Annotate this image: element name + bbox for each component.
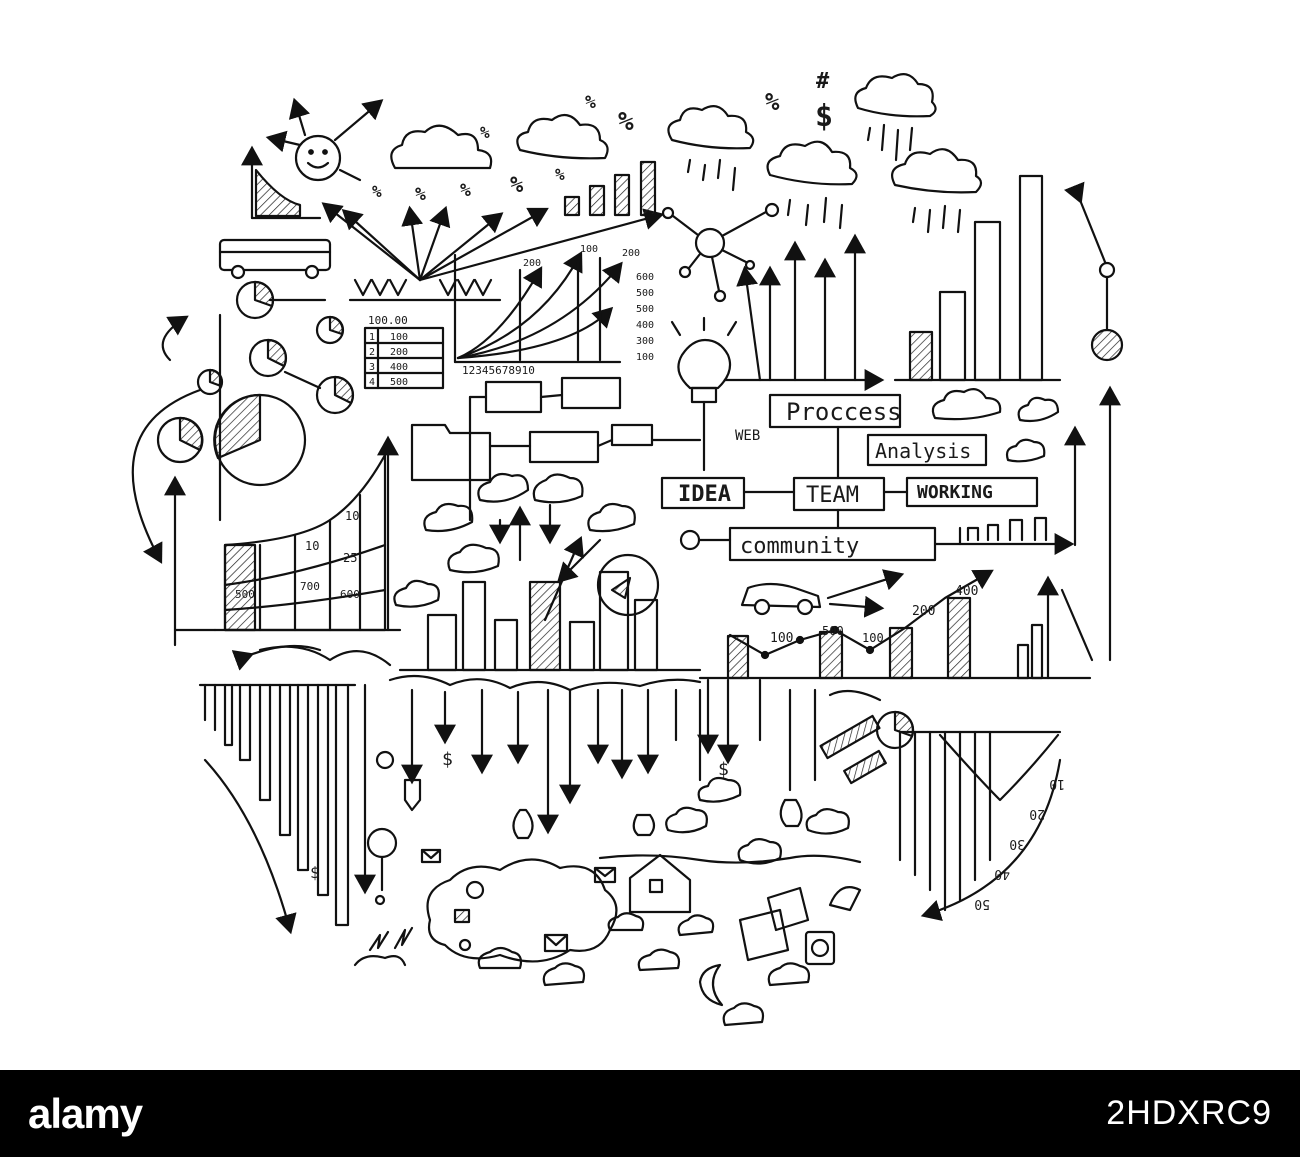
area-chart-label: 700 (300, 580, 320, 593)
inverted-chart-label: 50 (974, 896, 990, 911)
pendulum-icon (1064, 181, 1124, 362)
table-row-value: 400 (390, 362, 408, 373)
label-analysis: Analysis (875, 439, 971, 463)
brand-logo[interactable]: alamy (28, 1089, 143, 1137)
rain-cloud-icon (854, 73, 937, 162)
lower-line-chart (698, 569, 1094, 680)
network-node-icon (661, 202, 780, 303)
label-process: Proccess (786, 398, 902, 426)
percent-symbol: % (510, 173, 524, 198)
dollar-symbol: $ (815, 99, 833, 134)
wavy-divider (388, 674, 702, 692)
footer-bar: alamy 2HDXRC9 (0, 1070, 1300, 1157)
process-box (768, 393, 902, 429)
line-chart-scale: 500 (636, 288, 654, 299)
inverted-chart-label: 30 (1009, 836, 1025, 851)
folder-icon (410, 423, 492, 482)
small-bar-chart-icon (563, 160, 657, 217)
table-row-index: 3 (369, 362, 375, 373)
dollar-symbol: $ (442, 749, 453, 770)
city-skyline (398, 505, 702, 672)
cloud-icon (516, 113, 609, 160)
area-chart-label: 600 (340, 588, 360, 601)
area-chart-label: 25 (343, 551, 357, 565)
cloud-icon (931, 387, 1060, 463)
inverted-chart-label: 10 (1049, 776, 1065, 791)
percent-symbol: % (415, 184, 426, 205)
lower-chart-label: 100 (770, 631, 793, 646)
table-row-value: 200 (390, 347, 408, 358)
light-bulb-icon (670, 316, 885, 472)
line-chart-scale: 300 (636, 336, 654, 347)
lower-chart-label: 400 (955, 584, 978, 599)
hash-symbol: # (816, 69, 830, 94)
line-chart-scale: 600 (636, 272, 654, 283)
percent-symbol: % (460, 180, 471, 201)
wavy-divider (598, 854, 862, 864)
line-chart-peak: 200 (523, 258, 541, 269)
label-team: TEAM (806, 483, 859, 508)
inverted-chart-label: 20 (1029, 806, 1045, 821)
business-doodle-sketch: Proccess Analysis IDEA TEAM WORKING comm… (131, 69, 1124, 1027)
label-idea: IDEA (678, 482, 731, 507)
area-chart-label: 10 (345, 509, 359, 523)
inverted-area-chart (698, 688, 1062, 922)
pie-chart-icon (156, 280, 355, 522)
percent-symbol: % (372, 182, 382, 201)
line-chart-scale: 100 (636, 352, 654, 363)
label-working: WORKING (917, 482, 993, 503)
percent-symbol: % (555, 165, 565, 184)
sketch-labels: Proccess Analysis IDEA TEAM WORKING comm… (235, 69, 1065, 911)
bus-icon (218, 238, 332, 280)
percent-symbol: % (480, 123, 490, 142)
lower-chart-label: 500 (822, 624, 844, 638)
table-row-value: 500 (390, 377, 408, 388)
label-community: community (740, 534, 859, 559)
small-decline-chart-icon (241, 145, 322, 220)
table-row-index: 1 (369, 332, 375, 343)
area-chart-label: 10 (305, 539, 319, 553)
image-id: 2HDXRC9 (1106, 1094, 1272, 1132)
people-group-icon (348, 278, 502, 302)
car-icon (740, 569, 905, 618)
label-web: WEB (735, 428, 760, 444)
dollar-symbol: $ (310, 863, 320, 882)
tall-bar-chart (893, 174, 1062, 382)
doodle-cluster (353, 776, 862, 1027)
growth-arrow-fan-icon (321, 202, 665, 282)
cloud-icon (393, 472, 636, 608)
table-row-value: 100 (390, 332, 408, 343)
line-chart-peak: 100 (580, 244, 598, 255)
rising-arrows-icon (736, 233, 866, 382)
smiley-sun-icon (265, 97, 384, 182)
line-chart-scale: 500 (636, 304, 654, 315)
dollar-symbol: $ (718, 759, 729, 780)
lower-chart-label: 200 (912, 604, 935, 619)
line-chart-axis: 12345678910 (462, 364, 535, 377)
rain-cloud-icon (891, 148, 983, 234)
flowchart-diagram (410, 376, 702, 522)
cloud-icon (390, 124, 493, 170)
curved-arrow-icon (131, 315, 217, 647)
table-row-index: 2 (369, 347, 375, 358)
inverted-chart-label: 40 (994, 866, 1010, 881)
percent-symbol: % (765, 88, 780, 116)
data-table (363, 326, 445, 390)
growth-line-chart (453, 251, 623, 364)
analysis-box (866, 433, 988, 467)
table-header: 100.00 (368, 314, 408, 327)
rain-cloud-icon (766, 140, 858, 230)
rain-cloud-icon (667, 105, 755, 192)
percent-symbol: % (618, 107, 634, 137)
area-chart (213, 435, 402, 671)
area-chart-label: 500 (235, 588, 255, 601)
line-chart-peak: 200 (622, 248, 640, 259)
percent-symbol: % (585, 92, 596, 113)
line-chart-scale: 400 (636, 320, 654, 331)
inverted-bar-chart (198, 683, 376, 935)
table-row-index: 4 (369, 377, 375, 388)
lower-chart-label: 100 (862, 631, 884, 645)
hanging-arrows-icon (366, 678, 803, 892)
